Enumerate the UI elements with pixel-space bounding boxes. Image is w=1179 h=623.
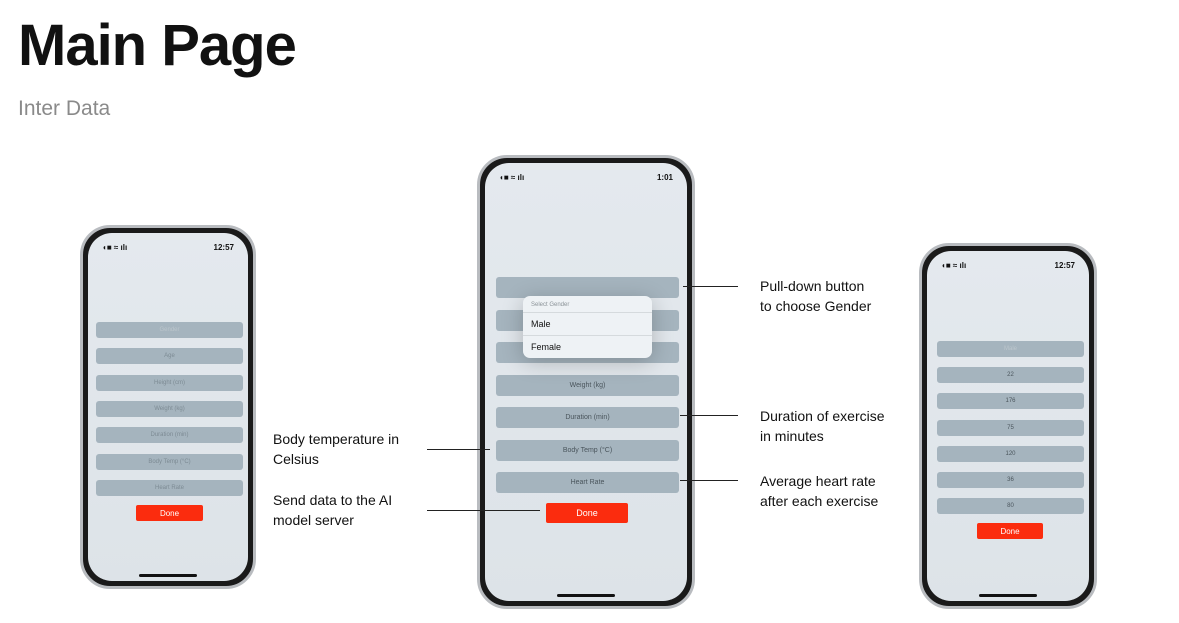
field-body-temp[interactable]: 36 <box>937 472 1084 488</box>
field-duration[interactable]: Duration (min) <box>96 427 243 444</box>
field-gender[interactable]: Gender <box>96 322 243 338</box>
field-age[interactable]: 22 <box>937 367 1084 384</box>
connector-line <box>680 480 738 481</box>
field-height[interactable]: 176 <box>937 393 1084 410</box>
status-time: 12:57 <box>213 243 234 252</box>
status-bar: ◖■ ≈ ılı 1:01 <box>499 173 673 182</box>
home-indicator <box>979 594 1037 597</box>
connector-line <box>427 510 540 511</box>
home-indicator <box>139 574 197 577</box>
field-duration[interactable]: 120 <box>937 445 1084 462</box>
annotation-send-data: Send data to the AI model server <box>273 492 393 528</box>
page-title: Main Page <box>18 13 297 78</box>
home-indicator <box>557 594 615 597</box>
connector-line <box>683 286 738 287</box>
annotation-heart-rate: Average heart rate after each exercise <box>760 473 879 509</box>
page-subtitle: Inter Data <box>18 97 111 120</box>
dropdown-option[interactable]: Male <box>523 313 652 336</box>
dropdown-header: Select Gender <box>523 296 652 313</box>
connector-line <box>427 449 490 450</box>
field-body-temp[interactable]: Body Temp (°C) <box>496 439 679 461</box>
annotation-gender: Pull-down button to choose Gender <box>760 278 872 314</box>
field-weight[interactable]: Weight (kg) <box>496 374 679 396</box>
field-weight[interactable]: Weight (kg) <box>96 400 243 417</box>
field-weight[interactable]: 75 <box>937 419 1084 436</box>
status-bar: ◖■ ≈ ılı 12:57 <box>102 243 234 252</box>
field-body-temp[interactable]: Body Temp (°C) <box>96 453 243 470</box>
field-heart-rate[interactable]: Heart Rate <box>96 479 243 496</box>
dropdown-option[interactable]: Female <box>531 342 562 352</box>
field-gender[interactable] <box>496 277 679 298</box>
signal-wifi-battery-icon: ◖■ ≈ ılı <box>102 243 128 252</box>
connector-line <box>680 415 738 416</box>
status-bar: ◖■ ≈ ılı 12:57 <box>941 261 1075 270</box>
signal-wifi-battery-icon: ◖■ ≈ ılı <box>499 173 525 182</box>
done-button[interactable]: Done <box>546 503 628 523</box>
field-duration[interactable]: Duration (min) <box>496 407 679 428</box>
field-age[interactable]: Age <box>96 348 243 365</box>
field-heart-rate[interactable]: Heart Rate <box>496 472 679 493</box>
annotation-body-temp: Body temperature in Celsius <box>273 431 400 467</box>
done-button[interactable]: Done <box>136 505 203 521</box>
field-heart-rate[interactable]: 80 <box>937 498 1084 515</box>
signal-wifi-battery-icon: ◖■ ≈ ılı <box>941 261 967 270</box>
status-time: 12:57 <box>1054 261 1075 270</box>
field-height[interactable]: Height (cm) <box>96 374 243 391</box>
field-gender[interactable]: Male <box>937 341 1084 357</box>
done-button[interactable]: Done <box>977 523 1043 539</box>
annotation-duration: Duration of exercise in minutes <box>760 408 885 444</box>
status-time: 1:01 <box>656 173 673 182</box>
